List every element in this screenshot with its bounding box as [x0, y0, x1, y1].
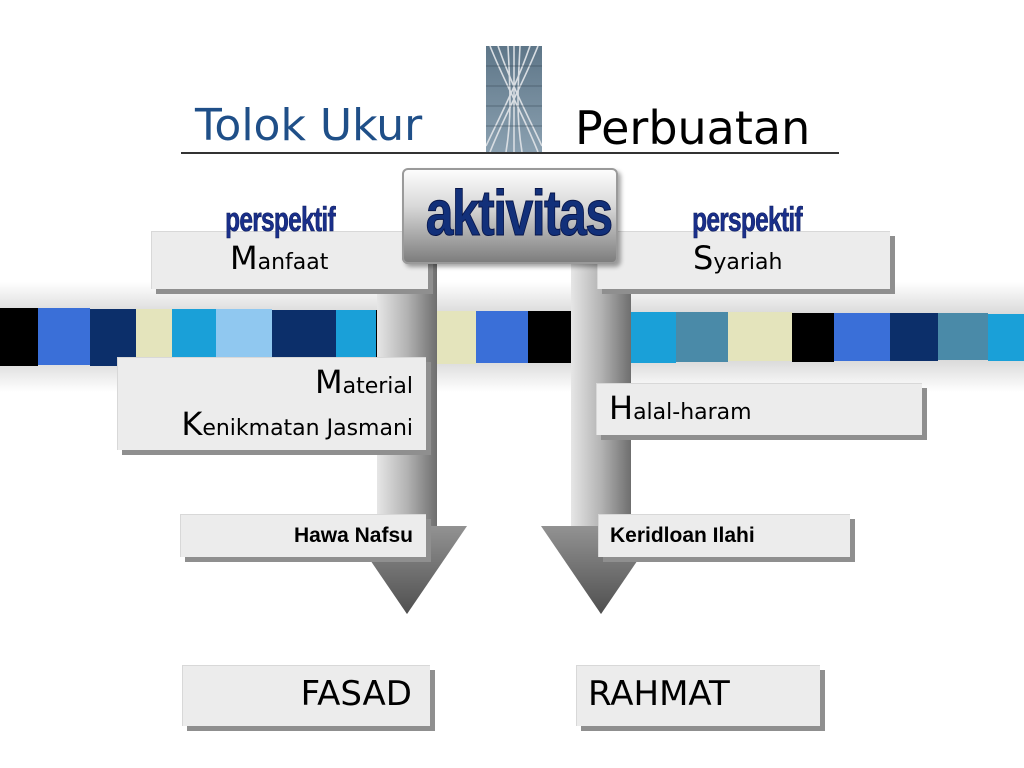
band-stripe: [0, 308, 38, 366]
syariah-rest: yariah: [713, 250, 783, 275]
kenikmatan-rest: enikmatan Jasmani: [202, 416, 413, 441]
syariah-label: Syariah: [693, 238, 782, 283]
band-stripe: [432, 311, 476, 364]
rahmat-label: RAHMAT: [588, 674, 730, 714]
band-stripe: [376, 310, 432, 363]
title-right: Perbuatan: [575, 101, 811, 155]
band-stripe: [172, 309, 216, 365]
kenikmatan-label: Kenikmatan Jasmani: [117, 404, 413, 449]
fasad-label: FASAD: [300, 674, 412, 714]
keridloan-ilahi-box: [598, 514, 850, 557]
material-box: [117, 357, 426, 450]
syariah-box: [597, 231, 890, 289]
railway-tracks-photo-icon: [485, 45, 543, 153]
band-stripe: [792, 313, 834, 362]
hawa-nafsu-box: [180, 514, 426, 557]
title-underline: [181, 152, 839, 154]
manfaat-box: [151, 231, 428, 289]
band-stripe: [38, 308, 90, 365]
band-stripe: [676, 312, 728, 362]
syariah-initial: S: [693, 239, 714, 277]
aktivitas-box: [402, 168, 618, 264]
band-stripe: [834, 313, 890, 361]
title-left: Tolok Ukur: [195, 100, 423, 151]
decorative-color-band: [0, 282, 1024, 392]
band-stripe: [576, 311, 628, 362]
halal-initial: H: [609, 389, 634, 427]
halal-rest: alal-haram: [633, 400, 752, 425]
band-stripe: [628, 312, 676, 363]
band-stripe: [728, 312, 792, 361]
hawa-nafsu-label: Hawa Nafsu: [293, 524, 413, 547]
halal-haram-box: [596, 383, 922, 435]
band-stripe: [336, 310, 376, 364]
manfaat-initial: M: [230, 239, 258, 277]
material-initial: M: [314, 363, 343, 401]
band-stripe: [90, 309, 136, 366]
fasad-box: [182, 665, 430, 726]
perspektif-left-label: perspektif: [225, 201, 336, 239]
band-stripe: [988, 314, 1024, 361]
band-stripe: [528, 311, 576, 363]
halal-haram-label: Halal-haram: [609, 388, 752, 433]
band-stripe: [216, 309, 272, 364]
manfaat-rest: anfaat: [257, 250, 329, 275]
perspektif-right-label: perspektif: [692, 201, 803, 239]
keridloan-ilahi-label: Keridloan Ilahi: [610, 524, 755, 547]
band-stripe: [890, 313, 938, 361]
band-stripe: [136, 309, 172, 365]
rahmat-box: [576, 665, 820, 726]
aktivitas-label: aktivitas: [425, 177, 613, 249]
manfaat-label: Manfaat: [230, 238, 328, 283]
kenikmatan-initial: K: [181, 405, 203, 443]
band-stripe: [938, 313, 988, 360]
band-stripe: [476, 311, 528, 363]
material-rest: aterial: [342, 374, 413, 399]
material-label: Material: [117, 362, 413, 407]
band-stripe: [272, 310, 336, 365]
